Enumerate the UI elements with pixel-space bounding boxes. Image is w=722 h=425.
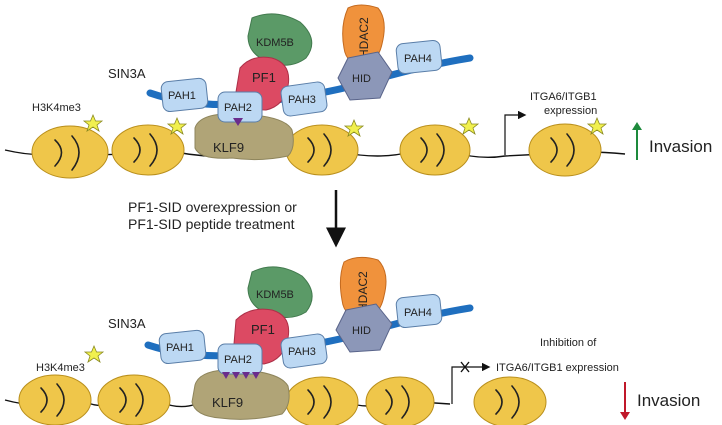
- hid-label: HID: [352, 325, 371, 337]
- h3k4me3-label: H3K4me3: [36, 362, 85, 374]
- klf9-label: KLF9: [213, 140, 244, 155]
- nucleosome: [365, 376, 435, 425]
- pah3-domain: [280, 81, 328, 117]
- pf1-sid-marker: [232, 372, 240, 379]
- pf1-label: PF1: [251, 322, 275, 337]
- kdm5b-label: KDM5B: [256, 289, 294, 301]
- h3k4me3-label: H3K4me3: [32, 102, 81, 114]
- h3k4me3-star: [343, 118, 365, 137]
- invasion-down-arrowhead: [620, 412, 630, 420]
- nucleosome: [285, 376, 359, 425]
- pf1-sid-marker: [242, 372, 250, 379]
- expression-label-line1: ITGA6/ITGB1: [530, 91, 597, 103]
- pf1-sid-marker: [233, 118, 243, 126]
- treatment-step: PF1-SID overexpression or PF1-SID peptid…: [128, 190, 346, 248]
- hid-label: HID: [352, 73, 371, 85]
- sin3a-label: SIN3A: [108, 316, 146, 331]
- nucleosome: [18, 374, 92, 425]
- nucleosome: [399, 124, 471, 176]
- inhibition-label-line1: Inhibition of: [540, 337, 597, 349]
- pf1-sid-marker: [252, 372, 260, 379]
- transcription-start-arrow: [504, 110, 527, 155]
- pah2-label: PAH2: [224, 354, 252, 366]
- treatment-line1: PF1-SID overexpression or: [128, 199, 297, 215]
- pah3-domain: [280, 333, 328, 369]
- hid-domain: [337, 51, 393, 101]
- invasion-label-bottom: Invasion: [637, 391, 700, 410]
- pah1-label: PAH1: [168, 90, 196, 102]
- blocked-transcription-arrow: [451, 362, 491, 404]
- h3k4me3-star: [458, 116, 480, 135]
- h3k4me3-star: [166, 116, 188, 135]
- klf9-label: KLF9: [212, 395, 243, 410]
- inhibition-label-line2: ITGA6/ITGB1 expression: [496, 362, 619, 374]
- nucleosome: [473, 376, 547, 425]
- bottom-panel: H3K4me3 SIN3A KLF9 KDM5B PF1 PAH1 PAH2 P…: [4, 256, 700, 425]
- pah2-domain: [217, 343, 263, 375]
- pah1-domain: [160, 77, 209, 113]
- hdac2-label: HDAC2: [356, 271, 370, 312]
- pah4-domain: [395, 293, 443, 329]
- sin3a-label: SIN3A: [108, 66, 146, 81]
- pf1-label: PF1: [252, 70, 276, 85]
- nucleosome: [111, 124, 185, 176]
- h3k4me3-star: [83, 344, 105, 363]
- pah1-label: PAH1: [166, 342, 194, 354]
- pf1-sid-marker: [222, 372, 230, 379]
- nucleosome: [31, 125, 109, 179]
- pah3-label: PAH3: [288, 94, 316, 106]
- pah3-label: PAH3: [288, 346, 316, 358]
- treatment-line2: PF1-SID peptide treatment: [128, 216, 295, 232]
- pah2-label: PAH2: [224, 102, 252, 114]
- nucleosome: [528, 123, 602, 177]
- pah1-domain: [158, 329, 207, 365]
- pah4-domain: [395, 39, 443, 75]
- expression-label-line2: expression: [544, 105, 597, 117]
- kdm5b-protein: [247, 266, 313, 318]
- invasion-label-top: Invasion: [649, 137, 712, 156]
- top-panel: H3K4me3 SIN3A KLF9 KDM5B PF1 PAH1 PAH2 P…: [4, 4, 712, 179]
- invasion-up-arrowhead: [632, 122, 642, 130]
- nucleosome: [97, 374, 171, 425]
- block-cross-icon: [460, 361, 470, 373]
- kdm5b-protein: [247, 13, 313, 66]
- kdm5b-label: KDM5B: [256, 37, 294, 49]
- hdac2-label: HDAC2: [357, 17, 371, 58]
- h3k4me3-star: [82, 113, 104, 132]
- hid-domain: [335, 303, 393, 353]
- pah4-label: PAH4: [404, 53, 432, 65]
- nucleosome: [285, 124, 359, 176]
- pah4-label: PAH4: [404, 307, 432, 319]
- h3k4me3-star: [586, 116, 608, 135]
